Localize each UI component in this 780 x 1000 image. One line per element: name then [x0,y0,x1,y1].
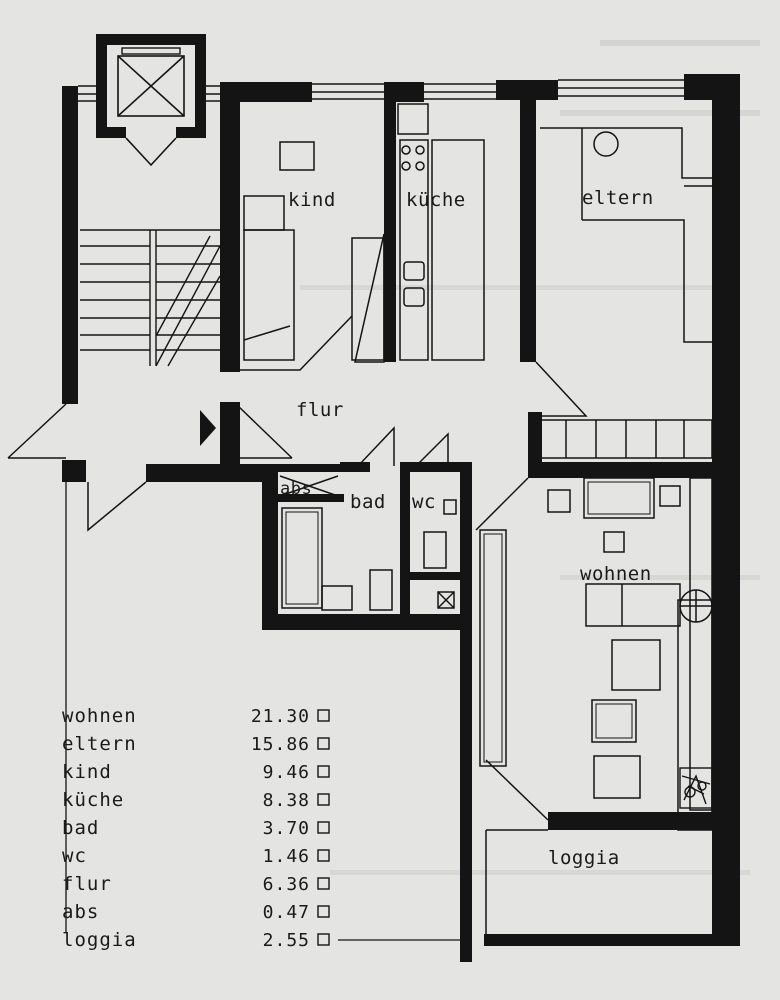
kind-kueche-wall [384,82,396,362]
eltern-furniture [539,127,713,459]
kueche-eltern-wall [520,86,536,362]
elevator-wall-top [96,34,206,45]
area-row-name: wohnen [62,705,137,727]
area-row-name: abs [62,901,99,923]
bad-wc-wall [400,462,410,616]
room-label-wohnen: wohnen [580,563,652,585]
area-table: wohnen 21.30 eltern 15.86 kind 9.46 küche 8.38 b… [62,705,330,951]
area-row-value: 6.36 [263,874,310,895]
windows [78,79,684,102]
stair-left-wall [62,86,78,404]
wc-door [415,432,449,467]
square-meter-icon [317,877,330,890]
eltern-door [535,361,588,417]
square-meter-icon [317,905,330,918]
area-row-name: wc [62,845,87,867]
area-row-name: eltern [62,733,137,755]
elevator-wall-bottom [96,127,126,138]
area-row-value: 15.86 [251,734,310,755]
bath-furniture [281,499,457,611]
area-row-name: loggia [62,929,137,951]
eltern-lower-left [528,412,542,478]
room-label-flur: flur [296,399,344,421]
area-row-value: 3.70 [263,818,310,839]
wc-right-wall [460,462,472,962]
doors [7,233,588,932]
abs-cross [279,475,339,497]
loggia-bottom-wall [484,934,740,946]
area-row: eltern 15.86 [62,733,330,755]
area-row-value: 2.55 [263,930,310,951]
room-label-loggia: loggia [548,847,620,869]
kind-left-wall [220,82,240,372]
area-row: loggia 2.55 [62,929,330,951]
abs-bottom-wall [278,494,344,502]
area-row: flur 6.36 [62,873,330,895]
area-row-value: 0.47 [263,902,310,923]
staircase-icon [80,229,221,367]
area-row: abs 0.47 [62,901,330,923]
flur-bottom-wall-mid [262,464,358,472]
square-meter-icon [317,737,330,750]
kueche-furniture [397,103,485,361]
elevator-wall-left [96,34,107,138]
area-row-name: bad [62,817,99,839]
area-row: bad 3.70 [62,817,330,839]
area-row-name: flur [62,873,112,895]
room-label-eltern: eltern [582,187,654,209]
wc-shaft-wall [410,572,460,580]
flur-bottom-wall-left [146,464,266,482]
area-row-value: 21.30 [251,706,310,727]
kueche-door [354,233,385,363]
elevator-icon [117,47,185,167]
bath-bottom-wall [262,614,472,630]
entry-door-2 [87,481,147,532]
square-meter-icon [317,709,330,722]
area-row: wohnen 21.30 [62,705,330,727]
wohnen-door [475,477,529,531]
bad-door [357,426,395,467]
elevator-wall-right [195,34,206,138]
room-label-bad: bad [350,491,386,513]
area-row-value: 8.38 [263,790,310,811]
wc-top-wall [400,462,460,472]
square-meter-icon [317,849,330,862]
room-label-wc: wc [412,491,436,513]
area-row-name: küche [62,789,124,811]
area-row: wc 1.46 [62,845,330,867]
area-row-value: 9.46 [263,762,310,783]
wohnen-furniture [479,477,713,831]
entry-door [7,403,67,459]
kind-left-wall-low [220,402,240,464]
eltern-wohnen-wall [528,462,728,478]
room-label-kind: kind [288,189,336,211]
loggia-door [485,759,549,821]
area-row-name: kind [62,761,112,783]
flur-door-left [235,403,293,459]
flur-bottom-wall-bad [340,462,370,472]
loggia-outline [485,829,719,934]
right-exterior-wall [712,74,740,934]
bath-left-wall [262,464,278,630]
area-row: kind 9.46 [62,761,330,783]
plant-icon [679,767,713,809]
square-meter-icon [317,821,330,834]
walls [62,34,740,962]
entry-arrow-icon [200,410,216,446]
elevator-wall-bottom-r [176,127,206,138]
square-meter-icon [317,793,330,806]
stair-left-wall-low [62,460,86,482]
square-meter-icon [317,933,330,946]
kind-furniture [243,141,385,361]
area-row: küche 8.38 [62,789,330,811]
room-label-kueche: küche [406,189,466,211]
square-meter-icon [317,765,330,778]
loggia-top-parapet [548,812,718,830]
kind-door [240,315,353,371]
room-label-abs: abs [280,479,312,499]
top-wall-kind [220,82,312,102]
area-row-value: 1.46 [263,846,310,867]
